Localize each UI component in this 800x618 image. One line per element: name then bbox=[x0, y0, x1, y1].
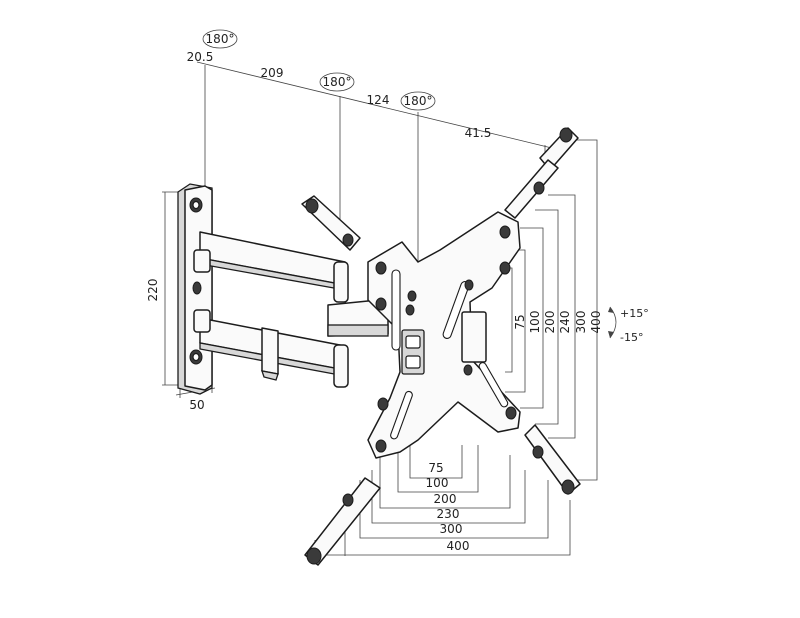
vesa-h-label: 200 bbox=[434, 492, 457, 506]
vesa-v-label: 200 bbox=[543, 311, 557, 334]
dim-label-arm1: 209 bbox=[261, 66, 284, 80]
vesa-h-label: 400 bbox=[447, 539, 470, 553]
dim-label-plate: 41.5 bbox=[465, 126, 492, 140]
dim-label-wall-depth: 50 bbox=[189, 398, 204, 412]
rotation-badges: 180° 180° 180° bbox=[202, 29, 436, 111]
vesa-v-label: 300 bbox=[574, 311, 588, 334]
vesa-h-label: 300 bbox=[440, 522, 463, 536]
rotation-badge: 180° bbox=[206, 32, 235, 46]
top-dimension-labels: 20.5 209 124 41.5 bbox=[187, 50, 492, 140]
rotation-badge: 180° bbox=[323, 75, 352, 89]
tilt-labels: +15° -15° bbox=[620, 307, 649, 344]
wall-plate bbox=[177, 183, 213, 395]
vesa-h-label: 100 bbox=[426, 476, 449, 490]
vesa-horizontal-labels: 75 100 200 230 300 400 bbox=[426, 461, 470, 553]
vesa-v-label: 400 bbox=[589, 311, 603, 334]
vesa-h-label: 75 bbox=[428, 461, 443, 475]
vesa-h-label: 230 bbox=[437, 507, 460, 521]
vesa-vertical-labels: 75 100 200 240 300 400 bbox=[513, 311, 603, 334]
vesa-v-label: 240 bbox=[558, 311, 572, 334]
tilt-down-label: -15° bbox=[620, 331, 643, 344]
tilt-up-label: +15° bbox=[620, 307, 649, 320]
dim-label-offset: 20.5 bbox=[187, 50, 214, 64]
dim-label-wall-height: 220 bbox=[146, 279, 160, 302]
vesa-bracket bbox=[301, 127, 581, 566]
vesa-v-label: 100 bbox=[528, 311, 542, 334]
vesa-v-label: 75 bbox=[513, 314, 527, 329]
swing-arms bbox=[193, 231, 389, 388]
rotation-badge: 180° bbox=[404, 94, 433, 108]
dim-label-arm2: 124 bbox=[367, 93, 390, 107]
